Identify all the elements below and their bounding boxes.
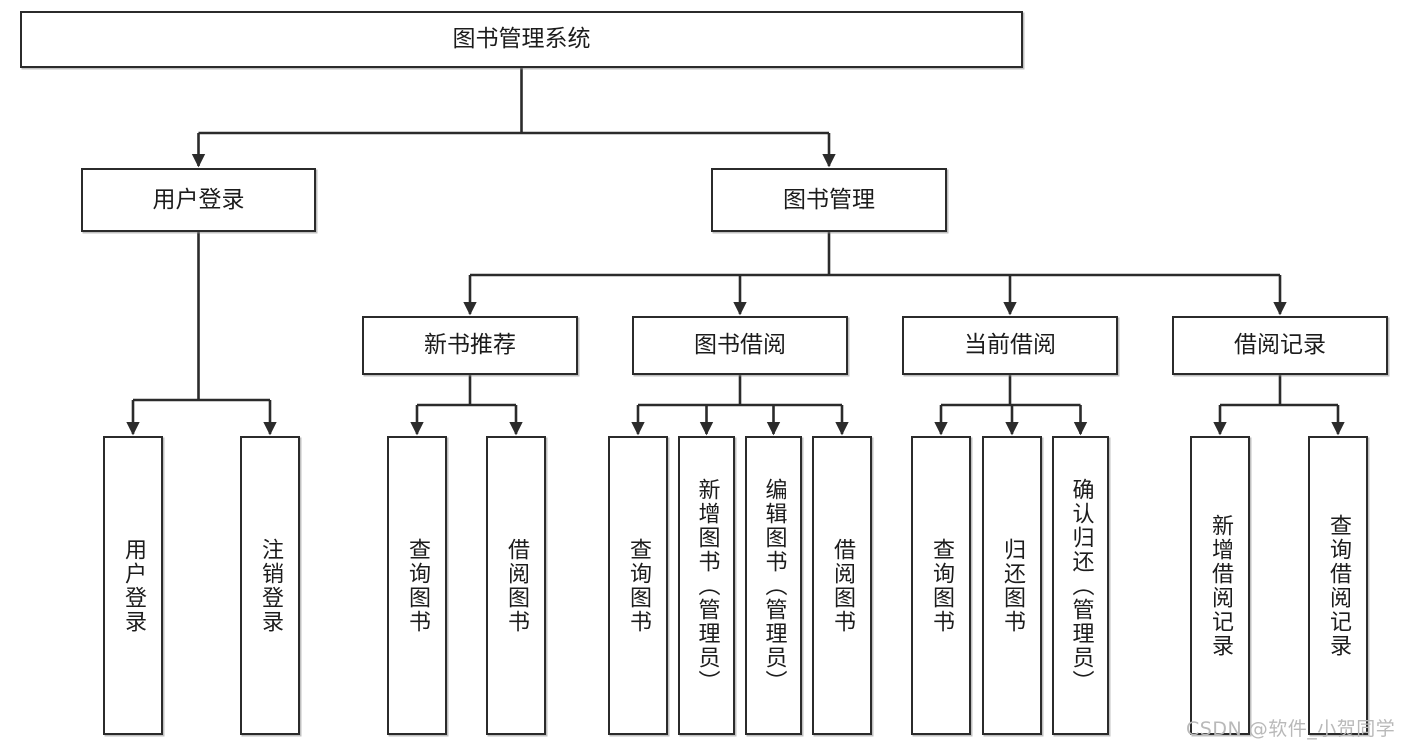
node-leaf-6[interactable]: 新增图书（管理员） xyxy=(678,436,735,735)
node-leaf-11[interactable]: 确认归还（管理员） xyxy=(1052,436,1109,735)
node-leaf-1[interactable]: 用户登录 xyxy=(103,436,163,735)
node-label: 查询借阅记录 xyxy=(1326,513,1351,658)
node-borrow-record[interactable]: 借阅记录 xyxy=(1172,316,1388,375)
node-book-borrow[interactable]: 图书借阅 xyxy=(632,316,848,375)
node-label: 查询图书 xyxy=(626,537,651,634)
node-leaf-12[interactable]: 新增借阅记录 xyxy=(1190,436,1250,735)
node-label: 图书管理 xyxy=(783,186,875,213)
node-label: 用户登录 xyxy=(152,186,245,213)
node-label: 图书管理系统 xyxy=(452,26,591,53)
node-leaf-10[interactable]: 归还图书 xyxy=(982,436,1042,735)
node-leaf-2[interactable]: 注销登录 xyxy=(240,436,300,735)
watermark-text: CSDN @软件_小贺同学 xyxy=(1186,718,1396,740)
node-label: 图书借阅 xyxy=(694,332,786,359)
node-label: 归还图书 xyxy=(1000,537,1025,634)
node-label: 用户登录 xyxy=(121,537,146,634)
node-leaf-7[interactable]: 编辑图书（管理员） xyxy=(745,436,802,735)
node-label: 借阅图书 xyxy=(830,537,855,634)
node-label: 查询图书 xyxy=(929,537,954,634)
node-leaf-5[interactable]: 查询图书 xyxy=(608,436,668,735)
node-label: 借阅记录 xyxy=(1234,332,1326,359)
node-leaf-13[interactable]: 查询借阅记录 xyxy=(1308,436,1368,735)
node-label: 注销登录 xyxy=(258,537,283,634)
node-label: 新书推荐 xyxy=(424,332,516,359)
node-leaf-4[interactable]: 借阅图书 xyxy=(486,436,546,735)
node-current-borrow[interactable]: 当前借阅 xyxy=(902,316,1118,375)
node-root[interactable]: 图书管理系统 xyxy=(20,11,1023,68)
node-user-login[interactable]: 用户登录 xyxy=(81,168,316,232)
node-label: 借阅图书 xyxy=(504,537,529,634)
node-label: 新增图书（管理员） xyxy=(694,477,720,694)
node-book-mgmt[interactable]: 图书管理 xyxy=(711,168,947,232)
node-leaf-9[interactable]: 查询图书 xyxy=(911,436,971,735)
node-label: 编辑图书（管理员） xyxy=(761,477,787,694)
node-leaf-3[interactable]: 查询图书 xyxy=(387,436,447,735)
node-label: 当前借阅 xyxy=(964,332,1056,359)
node-label: 查询图书 xyxy=(405,537,430,634)
node-label: 确认归还（管理员） xyxy=(1068,477,1094,694)
node-new-book-rec[interactable]: 新书推荐 xyxy=(362,316,578,375)
node-label: 新增借阅记录 xyxy=(1208,513,1233,658)
node-leaf-8[interactable]: 借阅图书 xyxy=(812,436,872,735)
